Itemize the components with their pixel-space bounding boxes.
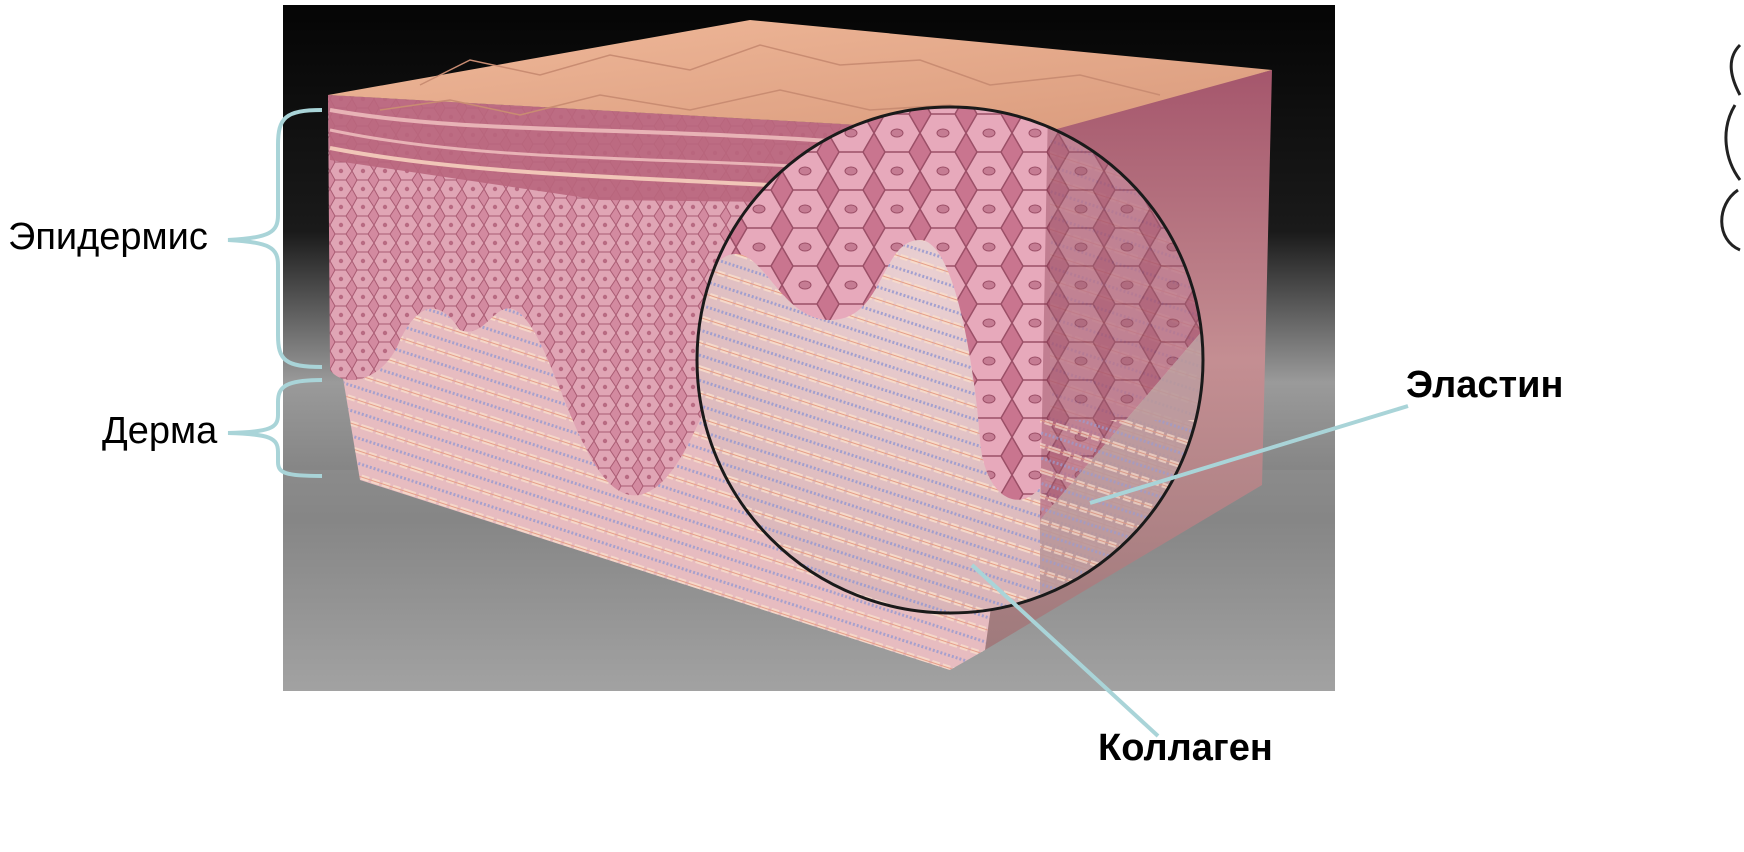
- edge-handwriting-mark: [1722, 45, 1740, 250]
- dermis-label: Дерма: [102, 410, 217, 453]
- epidermis-label: Эпидермис: [8, 216, 208, 259]
- collagen-label: Коллаген: [1098, 727, 1273, 770]
- elastin-label: Эластин: [1406, 364, 1563, 407]
